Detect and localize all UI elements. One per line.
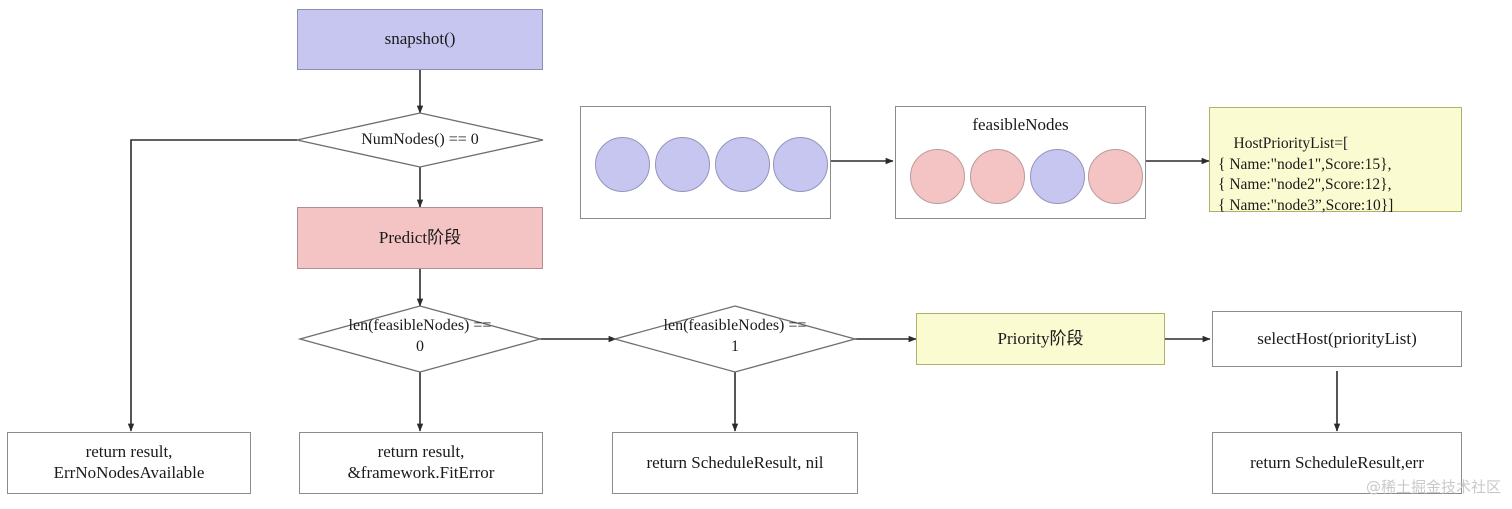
node-select-host[interactable]: selectHost(priorityList) (1212, 311, 1462, 367)
diamond-num-nodes-check (296, 112, 544, 168)
node-return-schedule-nil[interactable]: return ScheduleResult, nil (612, 432, 858, 494)
node-return-schedule-err-label: return ScheduleResult,err (1250, 452, 1424, 472)
node-len-one-check-label: len(feasibleNodes) == 1 (663, 317, 807, 355)
node-circle (910, 149, 965, 204)
node-circle (655, 137, 710, 192)
node-circle (970, 149, 1025, 204)
node-len-zero-check-label: len(feasibleNodes) == 0 (348, 317, 492, 355)
host-priority-list-text: HostPriorityList=[ { Name:"node1",Score:… (1218, 135, 1394, 214)
diamond-len-one-check (612, 305, 858, 373)
watermark: @稀土掘金技术社区 (1366, 478, 1502, 496)
node-priority-stage-label: Priority阶段 (997, 328, 1084, 348)
node-return-fit-error-label: return result, &framework.FitError (347, 442, 495, 482)
diamond-len-zero-check (297, 305, 543, 373)
group-feasible-nodes-caption: feasibleNodes (972, 115, 1069, 134)
node-predict-stage[interactable]: Predict阶段 (297, 207, 543, 269)
group-all-nodes (580, 106, 831, 219)
node-return-fit-error[interactable]: return result, &framework.FitError (299, 432, 543, 494)
group-feasible-nodes: feasibleNodes (895, 106, 1146, 219)
node-return-schedule-nil-label: return ScheduleResult, nil (646, 452, 824, 472)
node-priority-stage[interactable]: Priority阶段 (916, 313, 1165, 365)
node-predict-stage-label: Predict阶段 (378, 227, 462, 247)
host-priority-list-box: HostPriorityList=[ { Name:"node1",Score:… (1209, 107, 1462, 214)
node-circle (715, 137, 770, 192)
node-return-schedule-err[interactable]: return ScheduleResult,err (1212, 432, 1462, 494)
node-return-no-nodes[interactable]: return result, ErrNoNodesAvailable (7, 432, 251, 494)
node-select-host-label: selectHost(priorityList) (1257, 328, 1417, 348)
node-circle (595, 137, 650, 192)
node-snapshot[interactable]: snapshot() (297, 9, 543, 70)
cropped-header-text (2, 0, 202, 7)
node-circle (1030, 149, 1085, 204)
node-snapshot-label: snapshot() (384, 29, 456, 49)
node-circle (773, 137, 828, 192)
node-return-no-nodes-label: return result, ErrNoNodesAvailable (53, 442, 205, 482)
node-circle (1088, 149, 1143, 204)
node-num-nodes-check-label: NumNodes() == 0 (361, 130, 479, 148)
